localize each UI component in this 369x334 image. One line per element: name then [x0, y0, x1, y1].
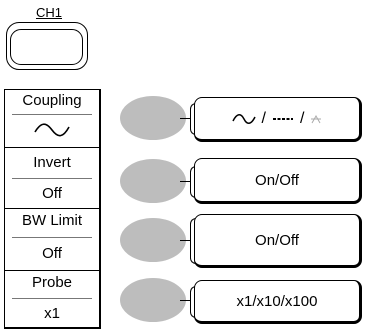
connector-bracket [190, 218, 197, 264]
connector-bracket [190, 286, 197, 318]
invert-options-box: On/Off [194, 158, 362, 204]
menu-item-value: x1 [44, 305, 60, 322]
ac-wave-icon [231, 113, 256, 124]
ch1-button-face[interactable] [10, 29, 83, 65]
connector-line [180, 300, 190, 301]
connector-line [180, 118, 190, 119]
menu-item-title: Invert [33, 154, 71, 171]
bw-limit-options-box: On/Off [194, 214, 362, 268]
menu-divider [12, 298, 92, 299]
connector-line [180, 181, 190, 182]
channel-menu-panel: Coupling Invert Off BW Limit Off Probe x… [4, 89, 101, 329]
menu-item-title: Probe [31, 274, 73, 291]
coupling-separator: / [300, 109, 305, 127]
coupling-softkey[interactable] [120, 96, 186, 140]
coupling-options-box: / / [194, 97, 362, 142]
probe-options-label: x1/x10/x100 [236, 292, 318, 310]
bw-limit-options-label: On/Off [255, 231, 299, 249]
probe-softkey[interactable] [120, 278, 186, 322]
menu-divider [12, 237, 92, 238]
bw-limit-softkey[interactable] [120, 218, 186, 262]
dc-dash-icon [273, 117, 293, 120]
connector-line [180, 240, 190, 241]
menu-divider [12, 178, 92, 179]
menu-item-coupling: Coupling [5, 90, 99, 147]
ac-coupling-icon [34, 123, 70, 137]
menu-divider [12, 114, 92, 115]
probe-options-box: x1/x10/x100 [194, 280, 362, 324]
connector-bracket [190, 166, 197, 198]
coupling-separator: / [261, 109, 266, 127]
invert-softkey[interactable] [120, 159, 186, 203]
menu-item-bw-limit: BW Limit Off [5, 208, 99, 270]
menu-item-title: Coupling [22, 92, 82, 109]
menu-item-invert: Invert Off [5, 147, 99, 208]
menu-item-title: BW Limit [22, 212, 82, 229]
menu-item-value: Off [42, 245, 62, 262]
menu-item-probe: Probe x1 [5, 270, 99, 328]
ch1-label: CH1 [35, 5, 62, 20]
connector-bracket [190, 103, 197, 135]
invert-options-label: On/Off [255, 171, 299, 189]
menu-item-value: Off [42, 185, 62, 202]
ground-icon [311, 114, 322, 123]
